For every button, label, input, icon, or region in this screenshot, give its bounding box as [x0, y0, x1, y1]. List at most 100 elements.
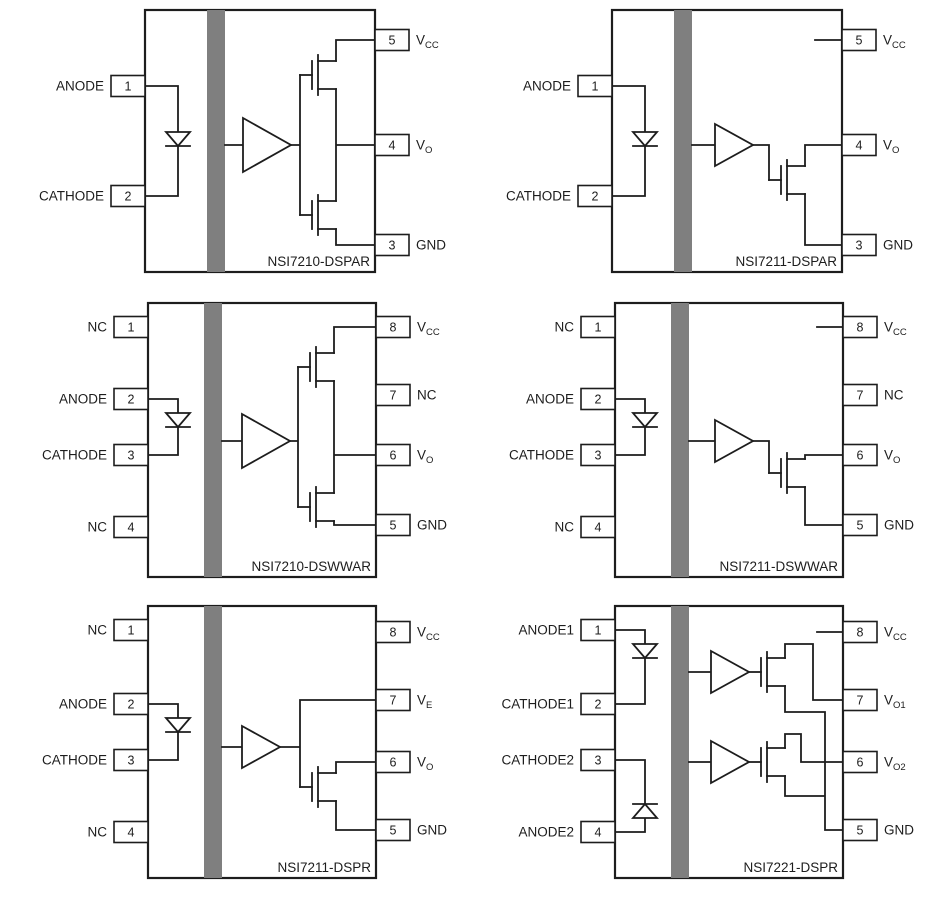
pin-label: NC — [88, 320, 108, 335]
pinout-svg: 1 ANODE 2 CATHODE 5 VCC 4 VO 3 GND NSI72… — [39, 8, 446, 274]
pin-box — [842, 750, 878, 774]
pin-label: VCC — [416, 33, 439, 52]
pin-box — [375, 688, 411, 712]
pin-number: 6 — [390, 756, 397, 770]
pin-label: ANODE — [526, 392, 574, 407]
circuit-wires — [611, 39, 843, 246]
pin-number: 1 — [128, 321, 135, 335]
pin-label: CATHODE — [39, 189, 104, 204]
pin-label: NC — [88, 825, 108, 840]
pin-box — [375, 513, 411, 537]
pin-number: 7 — [857, 389, 864, 403]
pin-box — [375, 315, 411, 339]
pin-number: 3 — [595, 754, 602, 768]
pin-box — [580, 443, 616, 467]
part-number-label: NSI7210-DSPAR — [267, 254, 370, 269]
pinout-svg: 1 NC 2 ANODE 3 CATHODE 4 NC 8 VCC 7 NC 6… — [509, 301, 914, 579]
pin-box — [113, 515, 149, 539]
pin-number: 6 — [857, 756, 864, 770]
pin-label: VCC — [884, 625, 907, 644]
pin-label: ANODE — [56, 79, 104, 94]
pin-label: VE — [417, 693, 432, 712]
pin-box — [580, 618, 616, 642]
pin-number: 4 — [128, 826, 135, 840]
part-number-label: NSI7211-DSPAR — [735, 254, 837, 269]
pin-number: 1 — [595, 624, 602, 638]
pin-number: 6 — [857, 449, 864, 463]
pin-box — [841, 28, 877, 52]
isolation-barrier — [671, 303, 689, 577]
pin-box — [374, 133, 410, 157]
part-number-label: NSI7210-DSWWAR — [251, 559, 371, 574]
pin-number: 5 — [389, 34, 396, 48]
pin-label: CATHODE — [509, 448, 574, 463]
pin-number: 8 — [390, 321, 397, 335]
pin-box — [842, 513, 878, 537]
pin-label: VO2 — [884, 755, 906, 774]
pin-label: VCC — [417, 625, 440, 644]
pin-box — [374, 233, 410, 257]
pin-number: 6 — [390, 449, 397, 463]
pin-number: 8 — [857, 626, 864, 640]
pin-box — [375, 750, 411, 774]
pin-label: VCC — [417, 320, 440, 339]
pin-box — [113, 692, 149, 716]
pin-number: 4 — [128, 521, 135, 535]
pinout-diagram-nsi7210-dswwar: 1 NC 2 ANODE 3 CATHODE 4 NC 8 VCC 7 NC 6… — [0, 295, 467, 600]
pin-label: VCC — [884, 320, 907, 339]
pin-label: VO — [884, 448, 900, 467]
pin-box — [842, 383, 878, 407]
pin-label: NC — [555, 320, 575, 335]
pin-box — [113, 315, 149, 339]
pinout-diagram-nsi7211-dspr: 1 NC 2 ANODE 3 CATHODE 4 NC 8 VCC 7 VE 6… — [0, 600, 467, 900]
pin-number: 3 — [128, 449, 135, 463]
isolation-barrier — [671, 606, 689, 878]
pin-box — [580, 692, 616, 716]
pin-number: 8 — [390, 626, 397, 640]
pin-number: 5 — [856, 34, 863, 48]
pin-box — [842, 443, 878, 467]
circuit-wires — [144, 39, 376, 246]
circuit-wires — [614, 326, 844, 526]
pin-box — [842, 818, 878, 842]
pin-box — [580, 515, 616, 539]
pin-label: NC — [88, 623, 108, 638]
pin-label: VO — [417, 755, 433, 774]
pin-number: 8 — [857, 321, 864, 335]
isolation-barrier — [674, 10, 692, 272]
pin-label: CATHODE — [42, 448, 107, 463]
pin-label: NC — [555, 520, 575, 535]
pin-number: 3 — [128, 754, 135, 768]
pin-label: ANODE2 — [518, 825, 574, 840]
pin-number: 2 — [125, 190, 132, 204]
pin-box — [580, 315, 616, 339]
isolation-barrier — [204, 303, 222, 577]
pin-label: ANODE — [523, 79, 571, 94]
pinout-svg: 1 ANODE1 2 CATHODE1 3 CATHODE2 4 ANODE2 … — [501, 604, 914, 880]
pinout-diagram-nsi7210-dspar: 1 ANODE 2 CATHODE 5 VCC 4 VO 3 GND NSI72… — [0, 0, 467, 295]
pinout-diagram-nsi7221-dspr: 1 ANODE1 2 CATHODE1 3 CATHODE2 4 ANODE2 … — [467, 600, 934, 900]
pin-label: VO — [883, 138, 899, 157]
pin-box — [375, 620, 411, 644]
pin-label: CATHODE — [42, 753, 107, 768]
pin-number: 5 — [390, 519, 397, 533]
pinout-diagram-nsi7211-dswwar: 1 NC 2 ANODE 3 CATHODE 4 NC 8 VCC 7 NC 6… — [467, 295, 934, 600]
pinout-svg: 1 ANODE 2 CATHODE 5 VCC 4 VO 3 GND NSI72… — [506, 8, 913, 274]
pin-label: GND — [417, 823, 447, 838]
pin-label: NC — [417, 388, 437, 403]
pin-number: 1 — [128, 624, 135, 638]
pin-box — [580, 820, 616, 844]
pin-number: 2 — [595, 698, 602, 712]
pin-number: 4 — [856, 139, 863, 153]
pin-box — [580, 387, 616, 411]
pin-box — [577, 74, 613, 98]
chip-body — [613, 604, 845, 880]
pin-label: ANODE — [59, 392, 107, 407]
pin-label: NC — [88, 520, 108, 535]
circuit-wires — [147, 326, 377, 526]
pin-box — [375, 443, 411, 467]
pin-box — [113, 387, 149, 411]
part-number-label: NSI7221-DSPR — [743, 860, 838, 875]
pin-number: 4 — [389, 139, 396, 153]
pin-number: 2 — [128, 393, 135, 407]
